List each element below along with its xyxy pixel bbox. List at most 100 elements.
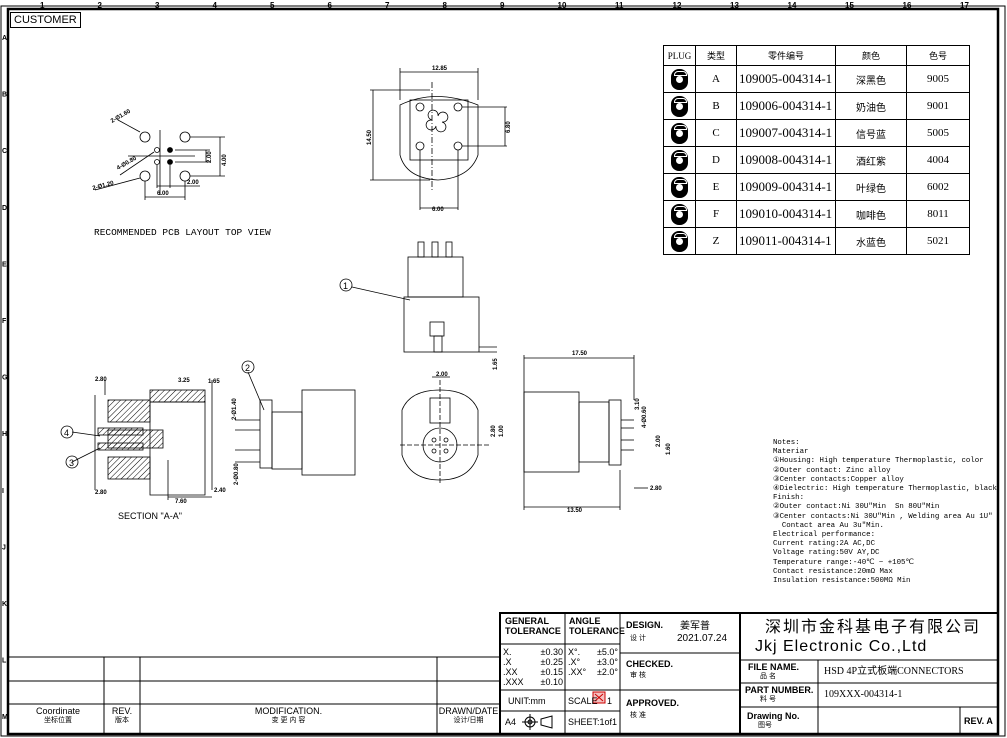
note-line: ④Dielectric: High temperature Thermoplas…	[773, 485, 997, 494]
callout-3: 3	[69, 458, 74, 468]
note-line: Temperature range:-40℃ ~ +105℃	[773, 558, 914, 567]
plug-icon	[671, 95, 688, 117]
tolerance-value: ±2.0°	[596, 667, 618, 677]
right-dim: 4-Ø0.60	[642, 406, 648, 428]
color-code-cell: 5021	[906, 227, 970, 255]
part-no-cell: 109010-004314-1	[736, 200, 836, 228]
part-no-cell: 109011-004314-1	[736, 227, 836, 255]
pcb-dim: 2-Ø1.60	[110, 108, 132, 124]
note-line: ③Center contacts:Ni 30U"Min , Welding ar…	[773, 512, 993, 521]
company-name-en: Jkj Electronic Co.,Ltd	[755, 638, 928, 655]
rev-label: REV.	[111, 706, 133, 716]
note-line: ②Outer contact:Ni 30U"Min Sn 80U"Min	[773, 503, 940, 512]
approved-label: APPROVED.	[626, 698, 680, 708]
tolerance-value: ±0.30	[540, 647, 563, 657]
drawn-date-header: DRAWN/DATE 设计/日期	[437, 706, 500, 726]
section-dim: 1.65	[208, 379, 220, 385]
parts-row: E 109009-004314-1 叶绿色 6002	[663, 173, 970, 201]
tolerance-precision: .X°	[568, 657, 581, 667]
callout-2: 2	[245, 363, 250, 373]
column-marker: 10	[558, 1, 567, 10]
general-tolerance-label: GENERAL TOLERANCE	[505, 616, 561, 636]
tolerance-row: .XX° ±2.0°	[568, 667, 618, 677]
plug-icon	[671, 230, 688, 252]
pcb-dim: 2-Ø1.20	[92, 180, 115, 192]
plug-icon	[671, 68, 688, 90]
tolerance-row: .X°±3.0°	[568, 657, 618, 667]
top-dim: 6.80	[506, 121, 512, 133]
row-marker: J	[2, 544, 6, 551]
section-a-a-view	[60, 380, 213, 500]
note-line: Contact resistance:20mΩ Max	[773, 567, 893, 576]
plug-cell	[663, 173, 696, 201]
row-marker: L	[2, 658, 7, 665]
row-marker: K	[2, 601, 7, 608]
row-marker: B	[2, 92, 7, 99]
note-line: Current rating:2A AC,DC	[773, 540, 876, 549]
type-cell: A	[695, 65, 737, 93]
drawing-no-label: Drawing No.	[747, 711, 800, 721]
column-marker: 11	[615, 1, 624, 10]
parts-row: B 109006-004314-1 奶油色 9001	[663, 92, 970, 120]
approved-label-cn: 核 准	[630, 712, 646, 719]
type-cell: E	[695, 173, 737, 201]
drawn-date-label: DRAWN/DATE	[438, 706, 499, 716]
file-name-label: FILE NAME.	[748, 662, 799, 672]
row-marker: E	[2, 261, 7, 268]
color-code-cell: 9001	[906, 92, 970, 120]
angle-tolerance-values: X°.±5.0°.X°±3.0°.XX° ±2.0°	[568, 647, 618, 677]
face-dim: 1.00	[499, 425, 505, 437]
tolerance-row: X°.±5.0°	[568, 647, 618, 657]
note-line: Contact area Au 3u"Min.	[773, 521, 884, 530]
right-dim: 2.00	[656, 435, 662, 447]
color-cell: 咖啡色	[835, 200, 907, 228]
design-date: 2021.07.24	[677, 633, 728, 644]
column-marker: 4	[213, 1, 218, 10]
parts-table-header: PLUG 类型 零件编号 颜色 色号	[663, 45, 970, 66]
paper-size: A4	[505, 717, 517, 727]
general-tolerance-values: X.±0.30.X±0.25.XX±0.15.XXX±0.10	[503, 647, 563, 687]
right-dim: 3.10	[635, 398, 641, 410]
column-marker: 17	[960, 1, 969, 10]
column-marker: 12	[673, 1, 682, 10]
type-cell: C	[695, 119, 737, 147]
part-no-cell: 109006-004314-1	[736, 92, 836, 120]
section-title: SECTION "A-A"	[118, 511, 182, 521]
note-line: ③Center contacts:Copper alloy	[773, 475, 904, 484]
column-marker: 2	[98, 1, 103, 10]
parts-row: F 109010-004314-1 咖啡色 8011	[663, 200, 970, 228]
color-cell: 深黑色	[835, 65, 907, 93]
modification-header: MODIFICATION. 变 更 内 容	[140, 706, 437, 726]
note-line: Voltage rating:50V AY,DC	[773, 549, 880, 558]
tolerance-precision: .XX	[503, 667, 518, 677]
tolerance-value: ±5.0°	[596, 647, 618, 657]
section-dim: 7.60	[175, 499, 187, 505]
color-cell: 信号蓝	[835, 119, 907, 147]
plug-cell	[663, 119, 696, 147]
row-marker: M	[2, 714, 8, 721]
checked-label: CHECKED.	[626, 659, 674, 669]
color-cell: 酒红紫	[835, 146, 907, 174]
row-marker: D	[2, 205, 7, 212]
top-dim: 12.85	[432, 66, 448, 72]
column-marker: 5	[270, 1, 275, 10]
tolerance-precision: .XX°	[568, 667, 587, 677]
plug-icon	[671, 176, 688, 198]
column-marker: 14	[788, 1, 797, 10]
tolerance-value: ±0.25	[540, 657, 563, 667]
color-code-cell: 6002	[906, 173, 970, 201]
tolerance-row: .X ±0.25	[503, 657, 563, 667]
parts-row: A 109005-004314-1 深黑色 9005	[663, 65, 970, 93]
parts-row: Z 109011-004314-1 水蓝色 5021	[663, 227, 970, 255]
right-dim: 1.60	[666, 443, 672, 455]
side-dim: 2-Ø0.80	[234, 463, 240, 485]
drawing-no-label-cn: 图号	[758, 722, 772, 729]
column-marker: 15	[845, 1, 854, 10]
color-code-cell: 4004	[906, 146, 970, 174]
row-marker: F	[2, 318, 7, 325]
plug-cell	[663, 227, 696, 255]
tolerance-precision: .X	[503, 657, 512, 667]
parts-row: D 109008-004314-1 酒红紫 4004	[663, 146, 970, 174]
revision-value: REV. A	[964, 716, 993, 726]
